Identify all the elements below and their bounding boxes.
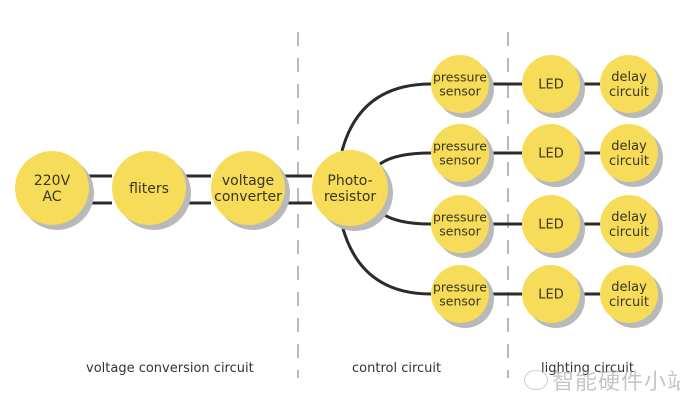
- node-delay-circuit-circle: [600, 124, 658, 182]
- node-delay-circuit-label: delay: [611, 139, 647, 154]
- node-led-circle: [522, 55, 580, 113]
- wire: [379, 210, 432, 226]
- node-led-circle: [522, 124, 580, 182]
- node-filters-label: fliters: [129, 181, 169, 197]
- node-photoresistor: Photo-resistor: [312, 150, 393, 231]
- node-ac-label: AC: [42, 189, 61, 205]
- node-pressure-sensor-label: sensor: [439, 84, 481, 99]
- node-filters: fliters: [112, 151, 191, 230]
- node-delay-circuit-label: delay: [611, 210, 647, 225]
- node-pressure-sensor-circle: [431, 195, 489, 253]
- node-led-circle: [522, 265, 580, 323]
- node-led: LED: [522, 124, 585, 187]
- node-delay-circuit-label: circuit: [609, 225, 649, 240]
- node-converter-label: converter: [214, 189, 282, 205]
- node-filters-circle: [112, 151, 186, 225]
- node-pressure-sensor-label: sensor: [439, 294, 481, 309]
- node-pressure-sensor-label: pressure: [433, 209, 487, 224]
- node-led-label: LED: [538, 218, 563, 233]
- node-delay-circuit-label: delay: [611, 280, 647, 295]
- node-pressure-sensor-label: pressure: [433, 69, 487, 84]
- node-delay-circuit-circle: [600, 55, 658, 113]
- node-pressure-sensor-circle: [431, 265, 489, 323]
- node-delay-circuit-label: circuit: [609, 85, 649, 100]
- section-label-control: control circuit: [352, 361, 442, 376]
- section-label-lighting: lighting circuit: [541, 361, 634, 376]
- wechat-icon: [524, 370, 548, 390]
- node-pressure-sensor-label: sensor: [439, 224, 481, 239]
- node-led-label: LED: [538, 147, 563, 162]
- section-label-voltage-conversion: voltage conversion circuit: [86, 361, 254, 376]
- node-pressure-sensor-circle: [431, 55, 489, 113]
- node-delay-circuit-label: circuit: [609, 154, 649, 169]
- node-pressure-sensor-circle: [431, 124, 489, 182]
- watermark: 智能硬件小站: [552, 370, 680, 395]
- node-ac-circle: [15, 151, 89, 225]
- node-delay-circuit-label: circuit: [609, 295, 649, 310]
- node-pressure-sensor-label: pressure: [433, 138, 487, 153]
- node-photoresistor-label: resistor: [324, 189, 377, 205]
- wire: [379, 151, 432, 166]
- node-photoresistor-label: Photo-: [327, 173, 372, 189]
- node-photoresistor-circle: [312, 150, 388, 226]
- node-led: LED: [522, 55, 585, 118]
- node-converter-circle: [211, 151, 285, 225]
- node-converter-label: voltage: [222, 173, 274, 189]
- node-delay-circuit-label: delay: [611, 70, 647, 85]
- node-led-circle: [522, 195, 580, 253]
- node-ac-label: 220V: [34, 173, 71, 189]
- node-led-label: LED: [538, 288, 563, 303]
- node-delay-circuit-circle: [600, 195, 658, 253]
- wire: [340, 82, 432, 152]
- node-led: LED: [522, 195, 585, 258]
- node-pressure-sensor-label: sensor: [439, 153, 481, 168]
- node-pressure-sensor-label: pressure: [433, 279, 487, 294]
- node-led-label: LED: [538, 78, 563, 93]
- node-led: LED: [522, 265, 585, 328]
- node-delay-circuit-circle: [600, 265, 658, 323]
- wire: [340, 224, 432, 296]
